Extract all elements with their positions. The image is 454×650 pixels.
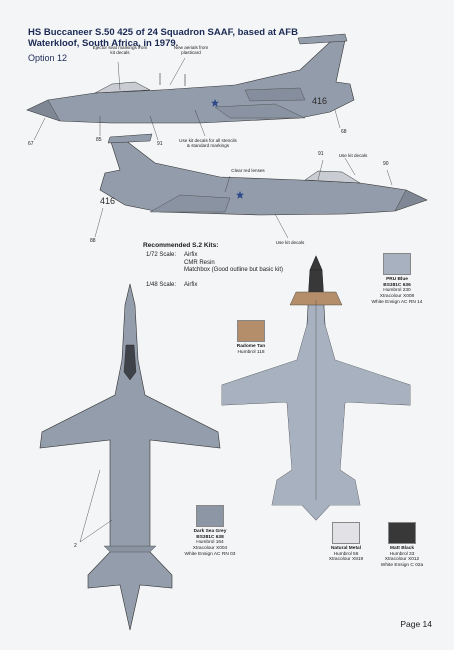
kit-row: 1/72 Scale:Airfix bbox=[146, 252, 198, 258]
callout-clear-red: Clear red lenses bbox=[231, 168, 265, 173]
color-chip bbox=[196, 505, 224, 527]
color-chip bbox=[237, 320, 265, 342]
side-profile-left-airframe bbox=[26, 33, 355, 124]
callout-use-kit-decals-2: Use kit decals bbox=[275, 240, 305, 245]
side-profile-right-airframe bbox=[99, 133, 428, 216]
callout-use-kit-decals-1: Use kit decals bbox=[338, 153, 368, 158]
kits-heading: Recommended S.2 Kits: bbox=[143, 242, 219, 249]
color-chip bbox=[332, 522, 360, 544]
side-profile-left-roundel bbox=[211, 99, 219, 107]
color-chip bbox=[388, 522, 416, 544]
stencil-number: 91 bbox=[157, 141, 163, 147]
stencil-number: 85 bbox=[96, 137, 102, 143]
callout-kit-decals-stencils: Use kit decals for all stencils & standa… bbox=[179, 138, 237, 149]
page-number: Page 14 bbox=[400, 619, 432, 629]
swatch-matt-black: Matt Black Humbrol 33 Xtracolour X012 Wh… bbox=[372, 522, 432, 569]
swatch-dark-sea-grey: Dark Sea Grey BS381C 638 Humbrol 164 Xtr… bbox=[175, 505, 245, 558]
stencil-number: 2 bbox=[74, 543, 77, 549]
kits-list: 1/72 Scale:Airfix CMR Resin Matchbox (Go… bbox=[146, 252, 283, 289]
side-profile-right-roundel bbox=[236, 191, 244, 199]
swatch-natural-metal: Natural Metal Humbrol 56 Xtracolour X819 bbox=[318, 522, 374, 563]
swatch-pru-blue: PRU Blue BS381C 636 Humbrol 230 Xtracolo… bbox=[362, 253, 432, 306]
serial-bottom: 416 bbox=[100, 196, 116, 206]
callout-aerials: New aerials from plasticard bbox=[173, 45, 209, 56]
stencil-number: 88 bbox=[90, 238, 96, 244]
option-label: Option 12 bbox=[28, 53, 68, 63]
callout-ejector-seat: Ejector seat markings from kit decals bbox=[92, 45, 148, 56]
stencil-number: 91 bbox=[318, 151, 324, 157]
color-chip bbox=[383, 253, 411, 275]
kit-row: 1/48 Scale:Airfix bbox=[146, 281, 198, 288]
kit-row: CMR Resin bbox=[184, 259, 215, 266]
page-title: HS Buccaneer S.50 425 of 24 Squadron SAA… bbox=[28, 27, 298, 49]
stencil-number: 68 bbox=[341, 129, 347, 135]
serial-top: 416 bbox=[312, 96, 328, 106]
stencil-number: 67 bbox=[28, 141, 34, 147]
kit-row: Matchbox (Good outline but basic kit) bbox=[184, 267, 284, 274]
swatch-radome-tan: Radome Tan Humbrol 118 bbox=[226, 320, 276, 355]
stencil-number: 90 bbox=[383, 161, 389, 167]
